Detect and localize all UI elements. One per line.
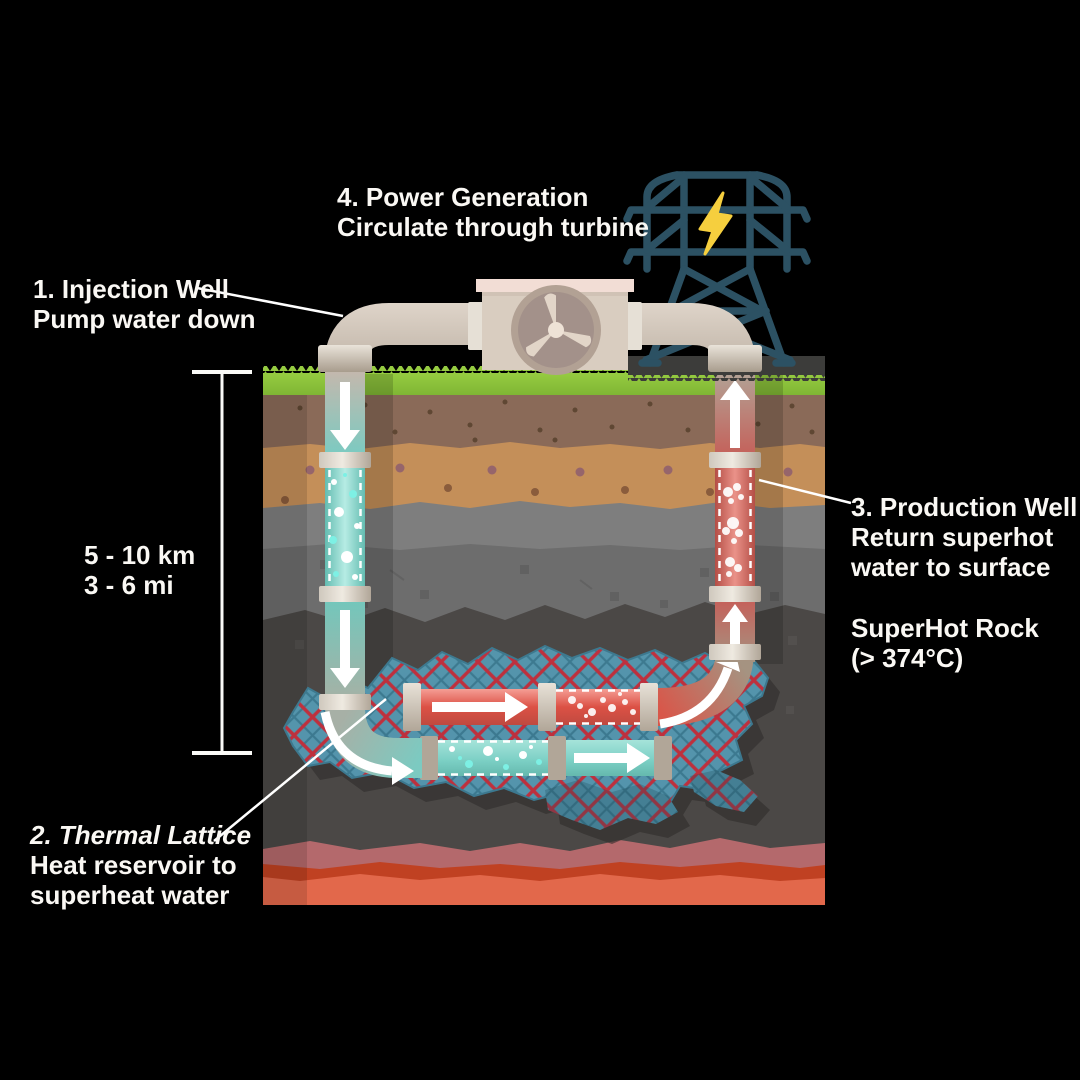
label-injection-well-subtitle: Pump water down bbox=[33, 304, 256, 334]
leader-injection bbox=[196, 286, 344, 318]
label-thermal-lattice-title: 2. Thermal Lattice bbox=[30, 820, 252, 850]
depth-scale-bar bbox=[192, 370, 252, 755]
water-bubbles bbox=[449, 745, 542, 770]
turbine-house bbox=[476, 279, 634, 375]
flow-arrow-icon bbox=[330, 382, 360, 450]
surface-pipes bbox=[318, 302, 762, 372]
label-injection-well-title: 1. Injection Well bbox=[33, 274, 230, 304]
flow-arrow-icon bbox=[722, 604, 748, 644]
flow-arrow-icon bbox=[574, 743, 650, 773]
label-thermal-lattice: 2. Thermal Lattice Heat reservoir to sup… bbox=[30, 820, 251, 910]
turbine-fan-icon bbox=[511, 285, 601, 375]
production-wellhead bbox=[708, 345, 762, 372]
leader-lines bbox=[196, 286, 852, 842]
depth-km: 5 - 10 km bbox=[84, 540, 196, 570]
subsoil-speckles bbox=[281, 463, 793, 504]
label-superhot-rock: SuperHot Rock (> 374°C) bbox=[851, 613, 1039, 673]
steam-puffs bbox=[722, 483, 744, 577]
flow-arrow-icon bbox=[392, 757, 414, 785]
label-production-well-line3: water to surface bbox=[851, 552, 1051, 582]
label-depth-scale: 5 - 10 km 3 - 6 mi bbox=[84, 540, 195, 600]
label-production-well: 3. Production Well Return superhot water… bbox=[851, 492, 1077, 582]
flow-arrow-icon bbox=[720, 380, 750, 448]
label-power-generation: 4. Power Generation Circulate through tu… bbox=[337, 182, 649, 242]
label-production-well-line2: Return superhot bbox=[851, 522, 1054, 552]
depth-mi: 3 - 6 mi bbox=[84, 570, 174, 600]
lightning-bolt-icon bbox=[698, 191, 733, 256]
label-production-well-title: 3. Production Well bbox=[851, 492, 1078, 522]
label-thermal-lattice-line3: superheat water bbox=[30, 880, 230, 910]
leader-production bbox=[758, 478, 852, 505]
steam-puffs bbox=[568, 692, 636, 718]
label-superhot-rock-title: SuperHot Rock bbox=[851, 613, 1039, 643]
leader-lattice bbox=[213, 698, 387, 842]
label-superhot-rock-temp: (> 374°C) bbox=[851, 643, 964, 673]
injection-wellhead bbox=[318, 345, 372, 372]
label-power-generation-title: 4. Power Generation bbox=[337, 182, 589, 212]
label-injection-well: 1. Injection Well Pump water down bbox=[33, 274, 255, 334]
label-power-generation-subtitle: Circulate through turbine bbox=[337, 212, 649, 242]
flow-arrow-icon bbox=[330, 610, 360, 688]
water-bubbles bbox=[329, 473, 360, 580]
production-well-pipe bbox=[709, 372, 761, 662]
injection-well-pipe bbox=[319, 372, 371, 710]
label-thermal-lattice-line2: Heat reservoir to bbox=[30, 850, 237, 880]
flow-arrow-icon bbox=[432, 692, 528, 722]
injection-elbow bbox=[320, 705, 422, 785]
lattice-hot-pipe bbox=[403, 683, 658, 731]
lattice-cold-pipe bbox=[420, 736, 672, 780]
